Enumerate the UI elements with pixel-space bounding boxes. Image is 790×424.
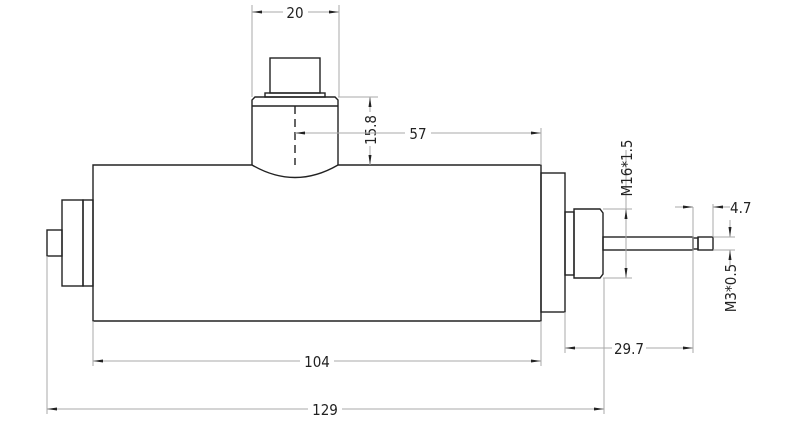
dim-57: 57 bbox=[295, 124, 542, 165]
svg-text:129: 129 bbox=[312, 401, 338, 419]
dim-15-8: 15.8 bbox=[338, 96, 380, 165]
top-connector bbox=[251, 57, 339, 165]
svg-text:20: 20 bbox=[286, 4, 303, 22]
svg-text:57: 57 bbox=[409, 125, 426, 143]
dim-4-7: 4.7 bbox=[675, 199, 751, 237]
svg-text:M3*0.5: M3*0.5 bbox=[722, 264, 740, 312]
dim-m16: M16*1.5 bbox=[603, 139, 636, 279]
svg-text:104: 104 bbox=[304, 353, 330, 371]
dim-20: 20 bbox=[251, 4, 340, 97]
svg-text:M16*1.5: M16*1.5 bbox=[618, 139, 636, 196]
svg-text:15.8: 15.8 bbox=[362, 115, 380, 145]
dim-m3: M3*0.5 bbox=[713, 220, 740, 312]
dim-104: 104 bbox=[92, 321, 542, 371]
svg-text:29.7: 29.7 bbox=[614, 340, 644, 358]
right-end bbox=[540, 172, 714, 313]
dim-29-7: 29.7 bbox=[564, 207, 694, 358]
svg-text:4.7: 4.7 bbox=[730, 199, 751, 217]
main-body bbox=[92, 164, 542, 322]
dim-129: 129 bbox=[46, 256, 605, 419]
left-flange bbox=[46, 199, 94, 287]
